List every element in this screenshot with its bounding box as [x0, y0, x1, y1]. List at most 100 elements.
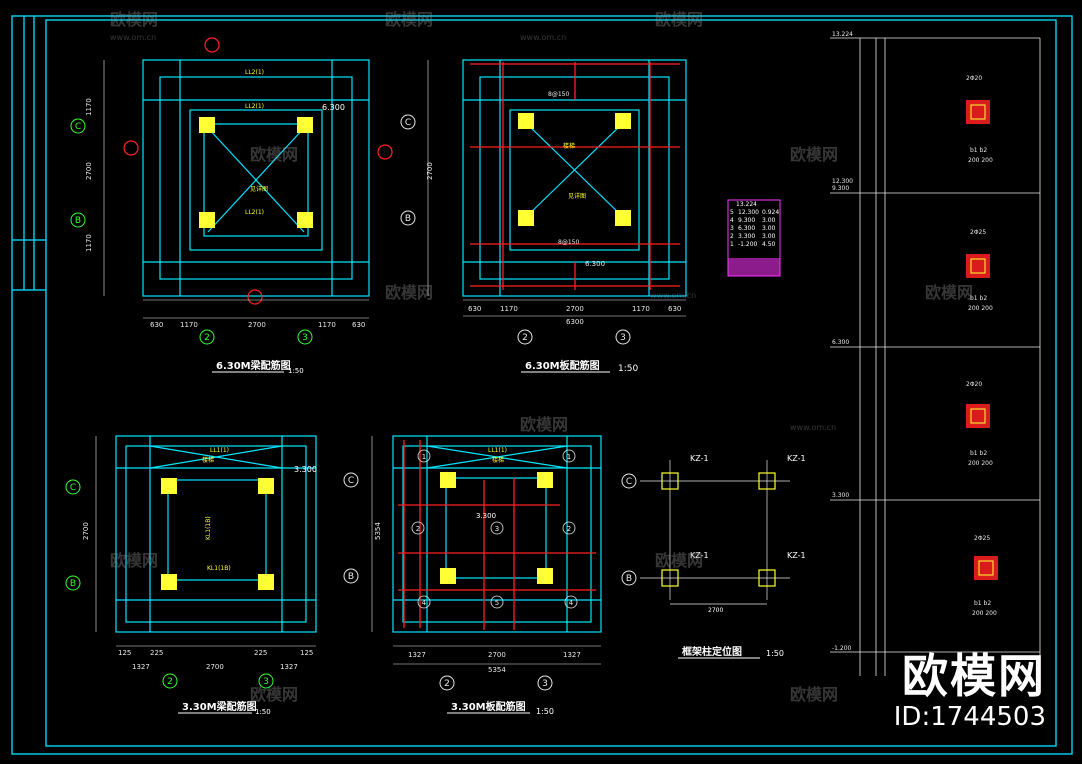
section-label: b1 b2: [970, 147, 987, 154]
dim-label: 1170: [85, 98, 93, 116]
column-tag: KZ-1: [690, 454, 709, 463]
section-label: b1 b2: [970, 450, 987, 457]
watermark-small: 欧模网: [655, 10, 703, 29]
elevation-label: 13.224: [832, 31, 853, 38]
slab-marker: 5: [495, 599, 499, 607]
dim-label: 630: [352, 321, 365, 329]
table-cell: 12.300: [738, 209, 759, 216]
dim-label: 2700: [82, 522, 90, 540]
watermark-small: 欧模网: [110, 10, 158, 29]
watermark-brand: 欧模网: [902, 649, 1046, 703]
slab-marker: 1: [422, 453, 426, 461]
watermark-badge: 欧模网 ID:1744503: [894, 650, 1046, 732]
table-cell: 3.00: [762, 217, 776, 224]
section-label: 200 200: [968, 305, 993, 312]
dim-label: 2700: [206, 663, 224, 671]
dim-label: 5354: [488, 666, 506, 674]
rebar-note: 8@150: [558, 239, 579, 246]
table-cell: 0.924: [762, 209, 779, 216]
drawing-title: 框架柱定位图: [682, 645, 742, 658]
dim-label: 1170: [632, 305, 650, 313]
section-label: b1 b2: [970, 295, 987, 302]
plan-330-beam: LL1(1) 楼梯 KL1(1B) KL1(1B) 3.300 1327 270…: [65, 435, 317, 716]
drawing-scale: 1:50: [618, 364, 638, 374]
table-cell: 1: [730, 241, 734, 248]
watermark-small: 欧模网: [790, 685, 838, 704]
section-label: 2Φ25: [970, 229, 986, 236]
watermark-small: 欧模网: [385, 10, 433, 29]
grid-label: C: [405, 118, 411, 128]
watermark-small: 欧模网: [925, 283, 973, 302]
column-section: [966, 100, 998, 580]
slab-marker: 2: [567, 525, 571, 533]
section-label: 200 200: [968, 157, 993, 164]
table-cell: 4: [730, 217, 734, 224]
grid-label: B: [75, 216, 81, 226]
drawing-scale: 1:50: [766, 649, 784, 658]
drawing-title: 3.30M梁配筋图: [182, 700, 257, 713]
section-label: 2Φ20: [966, 381, 982, 388]
dim-label: 1327: [563, 651, 581, 659]
dim-label: 2700: [426, 162, 434, 180]
table-cell: 3: [730, 225, 734, 232]
grid-label: 3: [302, 333, 308, 343]
plan-630-slab: 8@150 8@150 6.300 见详图 楼梯 630 1170 2700 1…: [400, 59, 687, 374]
dim-label: 1170: [500, 305, 518, 313]
dim-label: 125: [118, 649, 131, 657]
section-label: 2Φ25: [974, 535, 990, 542]
grid-label: B: [348, 572, 354, 582]
elevation-label: 3.300: [476, 512, 496, 520]
elevation-table: 13.224 5 12.300 0.924 4 9.300 3.00 3 6.3…: [727, 199, 781, 277]
stair-note: 楼梯: [563, 142, 575, 150]
grid-label: C: [75, 122, 81, 132]
table-cell: 3.00: [762, 225, 776, 232]
dim-label: 2700: [708, 607, 723, 614]
grid-label: 3: [542, 679, 548, 689]
watermark-small: 欧模网: [250, 685, 298, 704]
beam-tag: LL1(1): [210, 447, 229, 454]
dim-label: 2700: [85, 162, 93, 180]
section-label: b1 b2: [974, 600, 991, 607]
drawing-scale: 1:50: [255, 708, 271, 716]
slab-marker: 4: [422, 599, 427, 607]
dim-label: 630: [468, 305, 481, 313]
dim-label: 1327: [132, 663, 150, 671]
table-cell: 6.300: [738, 225, 755, 232]
section-label: 2Φ20: [966, 75, 982, 82]
drawing-title: 6.30M梁配筋图: [216, 359, 291, 372]
elevation-label: 6.300: [832, 339, 849, 346]
beam-tag: KL1(1B): [205, 516, 212, 540]
grid-label: C: [348, 476, 354, 486]
column-schedule: 13.224 12.300 9.300 6.300 3.300 -1.200 2…: [830, 31, 1041, 676]
grid-label: C: [70, 483, 76, 493]
drawing-title: 3.30M板配筋图: [451, 700, 526, 713]
dim-label: 225: [254, 649, 267, 657]
drawing-title: 6.30M板配筋图: [525, 359, 600, 372]
elevation-label: 6.300: [585, 260, 605, 268]
dim-label: 125: [300, 649, 313, 657]
drawing-frame: [11, 15, 1073, 755]
watermark-url: www.om.cn: [790, 423, 836, 432]
slab-marker: 4: [569, 599, 574, 607]
grid-label: 3: [620, 333, 626, 343]
watermark-url: www.om.cn: [520, 33, 566, 42]
slab-marker: 1: [567, 453, 571, 461]
slab-marker: 3: [495, 525, 499, 533]
table-cell: -1.200: [738, 241, 758, 248]
watermark-id: ID:1744503: [893, 702, 1046, 732]
plan-630-beam: LL2(1) LL2(1) LL2(1) 见详图 6.300 630 1170 …: [70, 37, 393, 375]
beam-tag: LL2(1): [245, 103, 264, 110]
grid-label: 2: [204, 333, 210, 343]
dim-label: 1170: [318, 321, 336, 329]
grid-label: C: [626, 477, 632, 487]
grid-label: 2: [522, 333, 528, 343]
table-cell: 9.300: [738, 217, 755, 224]
grid-label: 2: [444, 679, 450, 689]
dim-label: 1170: [180, 321, 198, 329]
column-tag: KZ-1: [787, 551, 806, 560]
watermark-url: www.om.cn: [110, 33, 156, 42]
watermark-url: www.om.cn: [650, 291, 696, 300]
dim-label: 1327: [280, 663, 298, 671]
dim-label: 630: [668, 305, 681, 313]
watermark-small: 欧模网: [790, 145, 838, 164]
